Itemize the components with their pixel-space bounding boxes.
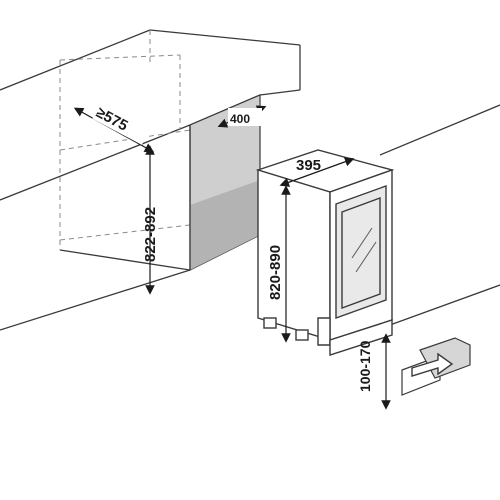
countertop-outline <box>0 29 500 331</box>
hidden-line-top <box>59 54 181 61</box>
glass-door-inner <box>341 196 381 310</box>
countertop-front-edge <box>0 124 191 201</box>
hidden-lines <box>59 30 191 250</box>
floor-front-left <box>0 269 191 331</box>
plinth-front <box>329 319 393 356</box>
label-appliance-width: 395 <box>296 157 321 174</box>
glass-reflection-2 <box>355 241 377 273</box>
ventilation-grille <box>401 337 471 396</box>
label-bg-niche-width <box>228 108 262 126</box>
label-bg-niche-depth <box>92 99 153 145</box>
niche <box>189 94 261 271</box>
label-plinth-height: 100-170 <box>357 340 373 392</box>
wall-line-right <box>379 104 500 156</box>
insert-arrow-icon <box>411 352 454 377</box>
glass-reflection-1 <box>351 227 373 259</box>
niche-floor-shade <box>190 180 260 270</box>
base-line <box>59 249 191 271</box>
niche-top-back <box>259 89 301 96</box>
label-niche-width: 400 <box>230 112 250 126</box>
glass-door <box>335 185 387 319</box>
plinth-block <box>317 317 331 346</box>
dim-line-appliance-width <box>279 157 355 187</box>
dimension-labels: ≥575 400 822-892 395 820-890 100-170 <box>92 99 373 392</box>
foot-right <box>295 329 309 341</box>
foot-left <box>263 317 277 329</box>
label-appliance-height: 820-890 <box>267 245 284 300</box>
floor-line-right <box>389 284 500 326</box>
label-niche-depth: ≥575 <box>93 104 130 135</box>
countertop-back-edge <box>0 29 151 91</box>
countertop-right-back <box>149 29 301 46</box>
label-niche-height: 822-892 <box>142 207 159 262</box>
hidden-line-bottom <box>59 224 191 241</box>
